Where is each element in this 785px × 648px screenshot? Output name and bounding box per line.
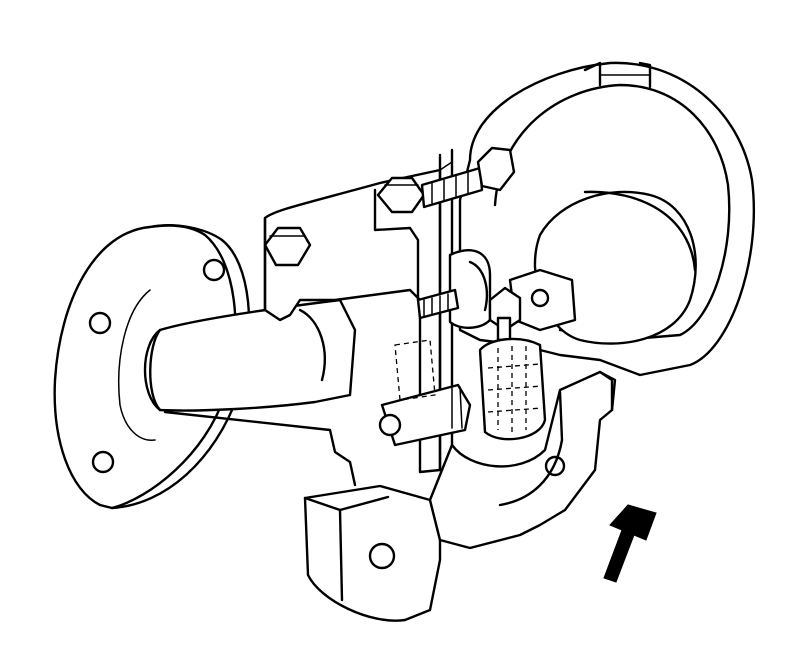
top-bolt	[376, 146, 516, 214]
outlet-body	[303, 370, 617, 622]
air-vent-element	[478, 337, 547, 441]
left-bolt	[263, 226, 312, 267]
main-valve-seat	[378, 339, 472, 447]
outlet-bolt-hole	[544, 455, 566, 477]
flow-arrow-icon	[603, 504, 657, 583]
flange-bolt-hole	[91, 450, 115, 474]
outlet-bolt-hole	[368, 542, 396, 570]
float-lever-mechanism	[416, 248, 577, 342]
float-chamber	[458, 61, 756, 377]
inlet-pipe	[143, 298, 357, 487]
flange-bolt-hole	[202, 258, 226, 282]
flange-bolt-hole	[88, 311, 112, 335]
